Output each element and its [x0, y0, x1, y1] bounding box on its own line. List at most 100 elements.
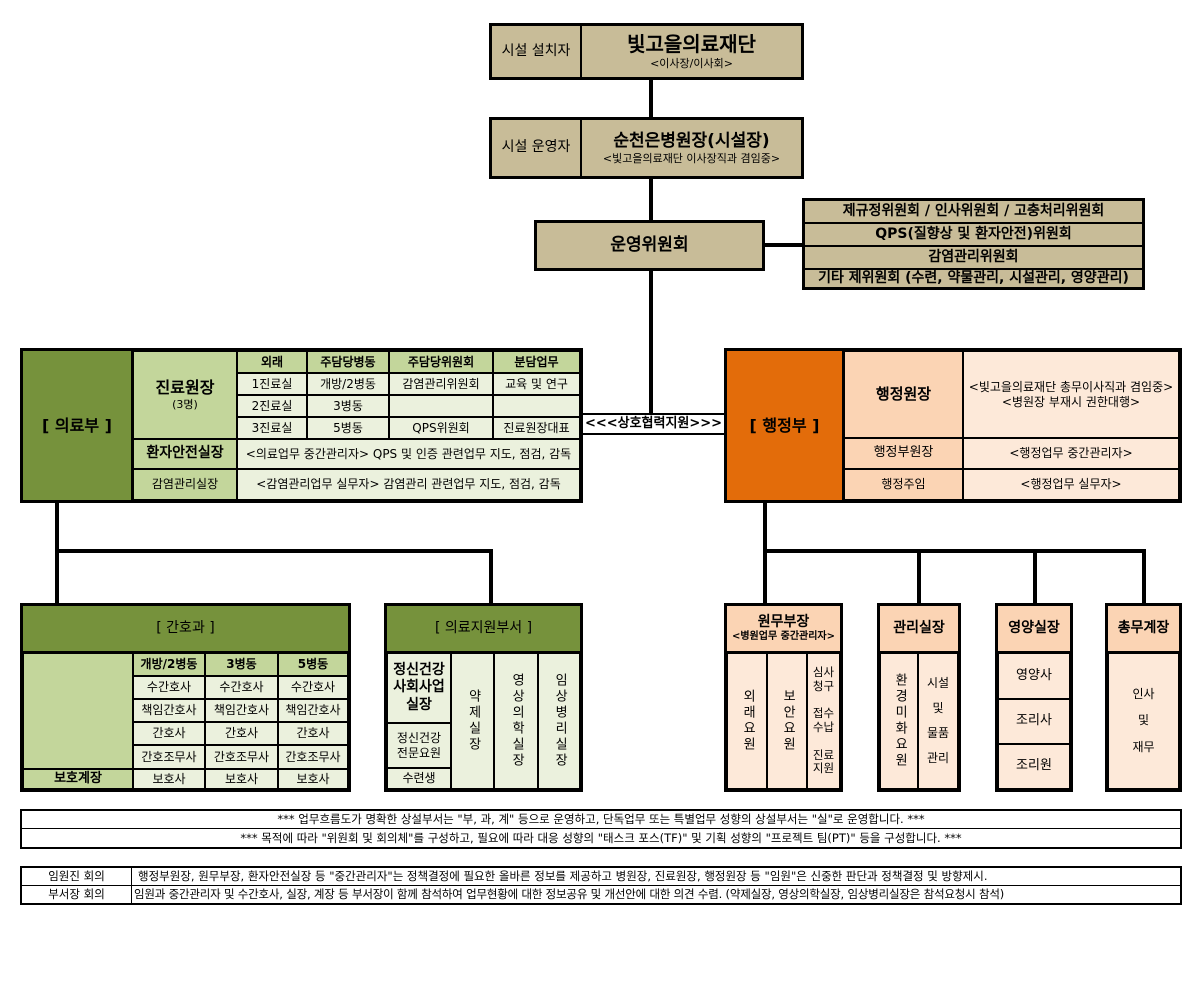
management-title: 관리실장 — [880, 606, 958, 653]
trainee: 수련생 — [387, 768, 451, 789]
medical-director-count: (3명) — [172, 398, 198, 412]
affairs-outpatient: 외래요원 — [727, 653, 767, 789]
nursing-r4-c0: 보호사 — [133, 769, 205, 789]
medical-header-2: 주담당위원회 — [389, 351, 493, 373]
admin-director-desc: <빛고을의료재단 총무이사직과 겸임중> <병원장 부재시 권한대행> — [963, 351, 1179, 438]
safety-desc: <의료업무 중간관리자> QPS 및 인증 관련업무 지도, 점검, 감독 — [237, 439, 580, 469]
line-admin-down — [763, 501, 767, 605]
medical-committee-1: 감염관리위원회 — [389, 373, 493, 395]
committee-item-3: 기타 제위원회 (수련, 약물관리, 시설관리, 영양관리) — [818, 270, 1129, 286]
nursing-r0-c0: 수간호사 — [133, 676, 205, 699]
medical-duty-2 — [493, 395, 580, 417]
support-title: [ 의료지원부서 ] — [387, 606, 580, 653]
nursing-r3-c2: 간호조무사 — [278, 745, 348, 769]
cooperation-label: <<<상호협력지원>>> — [581, 413, 726, 435]
affairs-dept: 원무부장 <병원업무 중간관리자> 외래요원 보안요원 심사 청구 접수 수납 … — [724, 603, 843, 792]
medical-header-1: 주담당병동 — [307, 351, 389, 373]
nursing-ward-0: 개방/2병동 — [133, 653, 205, 676]
infection-title: 감염관리실장 — [133, 469, 237, 500]
note-1: *** 목적에 따라 "위원회 및 회의체"를 구성하고, 필요에 따라 대응 … — [240, 830, 962, 845]
line-medical-down — [55, 501, 59, 605]
line-medical-horizontal — [55, 549, 493, 553]
line-nutrition-down — [1033, 549, 1037, 605]
nursing-r0-c1: 수간호사 — [205, 676, 278, 699]
medical-room-1: 1진료실 — [237, 373, 307, 395]
committee-list: 제규정위원회 / 인사위원회 / 고충처리위원회 QPS(질향상 및 환자안전)… — [802, 198, 1145, 290]
medical-ward-3: 5병동 — [307, 417, 389, 439]
founder-box: 시설 설치자 빛고을의료재단 <이사장/이사회> — [489, 23, 804, 80]
nutrition-title: 영양실장 — [998, 606, 1070, 653]
committee-box: 운영위원회 — [534, 220, 765, 271]
nursing-r3-c0: 간호조무사 — [133, 745, 205, 769]
operator-name: 순천은병원장(시설장) — [613, 130, 770, 151]
affairs-sub: <병원업무 중간관리자> — [731, 631, 836, 642]
admin-deputy: 행정부원장 — [844, 438, 963, 469]
nursing-r2-c0: 간호사 — [133, 722, 205, 745]
general-title: 총무계장 — [1108, 606, 1179, 653]
nutrition-dietitian: 영양사 — [998, 653, 1070, 699]
medical-director-cell: 진료원장 (3명) — [133, 351, 237, 439]
admin-deputy-desc: <행정업무 중간관리자> — [963, 438, 1179, 469]
line-general-down — [1142, 549, 1146, 605]
founder-sub: <이사장/이사회> — [650, 57, 733, 71]
medical-header-0: 외래 — [237, 351, 307, 373]
general-dept: 총무계장 인사 및 재무 — [1105, 603, 1182, 792]
line-support-down — [489, 549, 493, 605]
operator-name-cell: 순천은병원장(시설장) <빛고을의료재단 이사장직과 겸임중> — [582, 120, 801, 176]
nursing-r2-c1: 간호사 — [205, 722, 278, 745]
admin-dept: [ 행정부 ] 행정원장 <빛고을의료재단 총무이사직과 겸임중> <병원장 부… — [724, 348, 1182, 503]
meeting-1-desc: 임원과 중간관리자 및 수간호사, 실장, 계장 등 부서장이 함께 참석하여 … — [134, 887, 1004, 902]
operator-box: 시설 운영자 순천은병원장(시설장) <빛고을의료재단 이사장직과 겸임중> — [489, 117, 804, 179]
nursing-r1-c0: 책임간호사 — [133, 699, 205, 722]
nursing-r0-c2: 수간호사 — [278, 676, 348, 699]
admin-staff: 행정주임 — [844, 469, 963, 500]
medical-dept: [ 의료부 ] 진료원장 (3명) 외래 주담당병동 주담당위원회 분담업무 1… — [20, 348, 583, 503]
medical-header-3: 분담업무 — [493, 351, 580, 373]
line-committee-list — [763, 243, 804, 247]
meeting-1-name: 부서장 회의 — [22, 886, 132, 903]
founder-name: 빛고을의료재단 — [627, 32, 756, 57]
nursing-r4-c2: 보호사 — [278, 769, 348, 789]
line-founder-operator — [649, 79, 653, 119]
line-committee-down — [649, 269, 653, 415]
affairs-title: 원무부장 — [757, 613, 810, 630]
medical-duty-1: 교육 및 연구 — [493, 373, 580, 395]
nutrition-dept: 영양실장 영양사 조리사 조리원 — [995, 603, 1073, 792]
affairs-security: 보안요원 — [767, 653, 807, 789]
line-operator-committee — [649, 177, 653, 222]
medical-committee-3: QPS위원회 — [389, 417, 493, 439]
medical-room-2: 2진료실 — [237, 395, 307, 417]
radiology: 영상의학실장 — [494, 653, 538, 789]
management-tasks: 시설 및 물품 관리 — [918, 653, 958, 789]
mental-staff: 정신건강 전문요원 — [387, 723, 451, 768]
nursing-ward-2: 5병동 — [278, 653, 348, 676]
infection-desc: <감염관리업무 실무자> 감염관리 관련업무 지도, 점검, 감독 — [237, 469, 580, 500]
nursing-blank — [23, 653, 133, 769]
operator-sub: <빛고을의료재단 이사장직과 겸임중> — [602, 151, 781, 165]
admin-staff-desc: <행정업무 실무자> — [963, 469, 1179, 500]
mental-office: 정신건강 사회사업 실장 — [387, 653, 451, 723]
line-admin-horizontal — [763, 549, 1146, 553]
nursing-r4-c1: 보호사 — [205, 769, 278, 789]
founder-label: 시설 설치자 — [492, 26, 582, 77]
medical-ward-1: 개방/2병동 — [307, 373, 389, 395]
pharmacy: 약제실장 — [451, 653, 494, 789]
management-dept: 관리실장 환경미화요원 시설 및 물품 관리 — [877, 603, 961, 792]
medical-title: [ 의료부 ] — [23, 351, 133, 500]
notes-box: *** 업무흐름도가 명확한 상설부서는 "부, 과, 계" 등으로 운영하고,… — [20, 809, 1182, 849]
medical-committee-2 — [389, 395, 493, 417]
affairs-header: 원무부장 <병원업무 중간관리자> — [727, 606, 840, 653]
medical-director: 진료원장 — [155, 378, 215, 398]
note-0: *** 업무흐름도가 명확한 상설부서는 "부, 과, 계" 등으로 운영하고,… — [22, 811, 1180, 829]
admin-director: 행정원장 — [844, 351, 963, 438]
nutrition-cook: 조리사 — [998, 699, 1070, 744]
committee-item-0: 제규정위원회 / 인사위원회 / 고충처리위원회 — [805, 201, 1142, 224]
medical-ward-2: 3병동 — [307, 395, 389, 417]
management-cleaning: 환경미화요원 — [880, 653, 918, 789]
nursing-r1-c2: 책임간호사 — [278, 699, 348, 722]
founder-name-cell: 빛고을의료재단 <이사장/이사회> — [582, 26, 801, 77]
medical-duty-3: 진료원장대표 — [493, 417, 580, 439]
nursing-title: [ 간호과 ] — [23, 606, 348, 653]
meeting-0-desc: 행정부원장, 원무부장, 환자안전실장 등 "중간관리자"는 정책결정에 필요한… — [132, 868, 1180, 886]
operator-label: 시설 운영자 — [492, 120, 582, 176]
